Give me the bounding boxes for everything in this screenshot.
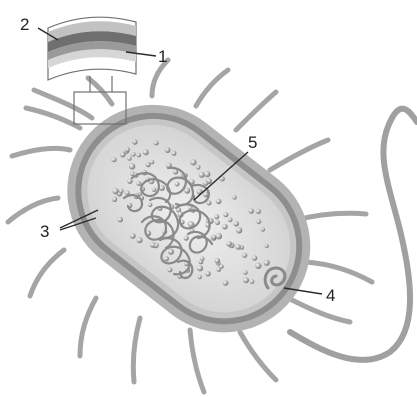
ribosome <box>152 188 157 193</box>
ribosome <box>226 241 232 247</box>
ribosome <box>127 156 132 161</box>
ribosome <box>119 189 124 194</box>
ribosome <box>111 157 116 162</box>
ribosome <box>233 221 239 227</box>
ribosome <box>215 258 221 264</box>
ribosome <box>199 172 205 178</box>
ribosome <box>223 280 229 286</box>
ribosome <box>232 195 237 200</box>
ribosome <box>154 141 159 146</box>
ribosome <box>168 249 174 255</box>
ribosome <box>236 227 242 233</box>
ribosome <box>196 165 201 170</box>
ribosome <box>143 149 149 155</box>
ribosome <box>164 256 169 261</box>
ribosome <box>249 208 254 213</box>
ribosome <box>243 277 249 283</box>
ribosome <box>203 180 208 185</box>
label-3: 3 <box>40 222 49 241</box>
ribosome <box>129 163 135 169</box>
ribosome <box>167 267 172 272</box>
ribosome <box>150 160 154 164</box>
ribosome <box>112 188 118 194</box>
ribosome <box>118 217 123 222</box>
ribosome <box>204 171 210 177</box>
ribosome <box>256 219 261 224</box>
ribosome <box>207 201 212 206</box>
ribosome <box>146 162 151 167</box>
ribosome <box>131 152 136 157</box>
label-2: 2 <box>20 15 29 34</box>
ribosome <box>250 279 255 284</box>
ribosome <box>261 227 265 231</box>
ribosome <box>127 179 132 184</box>
ribosome <box>235 244 241 250</box>
ribosome <box>198 275 202 279</box>
ribosome <box>171 151 176 156</box>
ribosome <box>212 235 217 240</box>
ribosome <box>216 233 222 239</box>
ribosome <box>264 260 270 266</box>
ribosome <box>255 263 261 269</box>
ribosome <box>243 270 248 275</box>
ribosome <box>265 244 269 248</box>
ribosome <box>184 188 190 194</box>
ribosome <box>214 214 219 219</box>
ribosome <box>215 220 220 225</box>
ribosome <box>132 139 137 144</box>
ribosome <box>136 181 141 186</box>
ribosome <box>184 236 189 241</box>
ribosome <box>125 147 130 152</box>
ribosome <box>130 233 136 239</box>
ribosome <box>200 256 204 260</box>
ribosome <box>216 267 221 272</box>
ribosome <box>154 243 159 248</box>
envelope-inset <box>48 17 136 80</box>
ribosome <box>175 182 180 187</box>
ribosome <box>228 217 233 222</box>
label-1: 1 <box>158 47 167 66</box>
ribosome <box>190 159 196 165</box>
label-4: 4 <box>326 286 335 305</box>
ribosome <box>112 197 117 202</box>
ribosome <box>148 203 153 208</box>
ribosome <box>242 253 247 258</box>
ribosome <box>222 224 228 230</box>
ribosome <box>165 147 171 153</box>
ribosome <box>137 237 143 243</box>
label-5: 5 <box>248 133 257 152</box>
ribosome <box>197 265 203 271</box>
ribosome <box>216 199 222 205</box>
ribosome <box>137 153 142 158</box>
ribosome <box>252 255 257 260</box>
ribosome <box>205 271 210 276</box>
ribosome <box>256 209 261 214</box>
ribosome <box>223 212 228 217</box>
